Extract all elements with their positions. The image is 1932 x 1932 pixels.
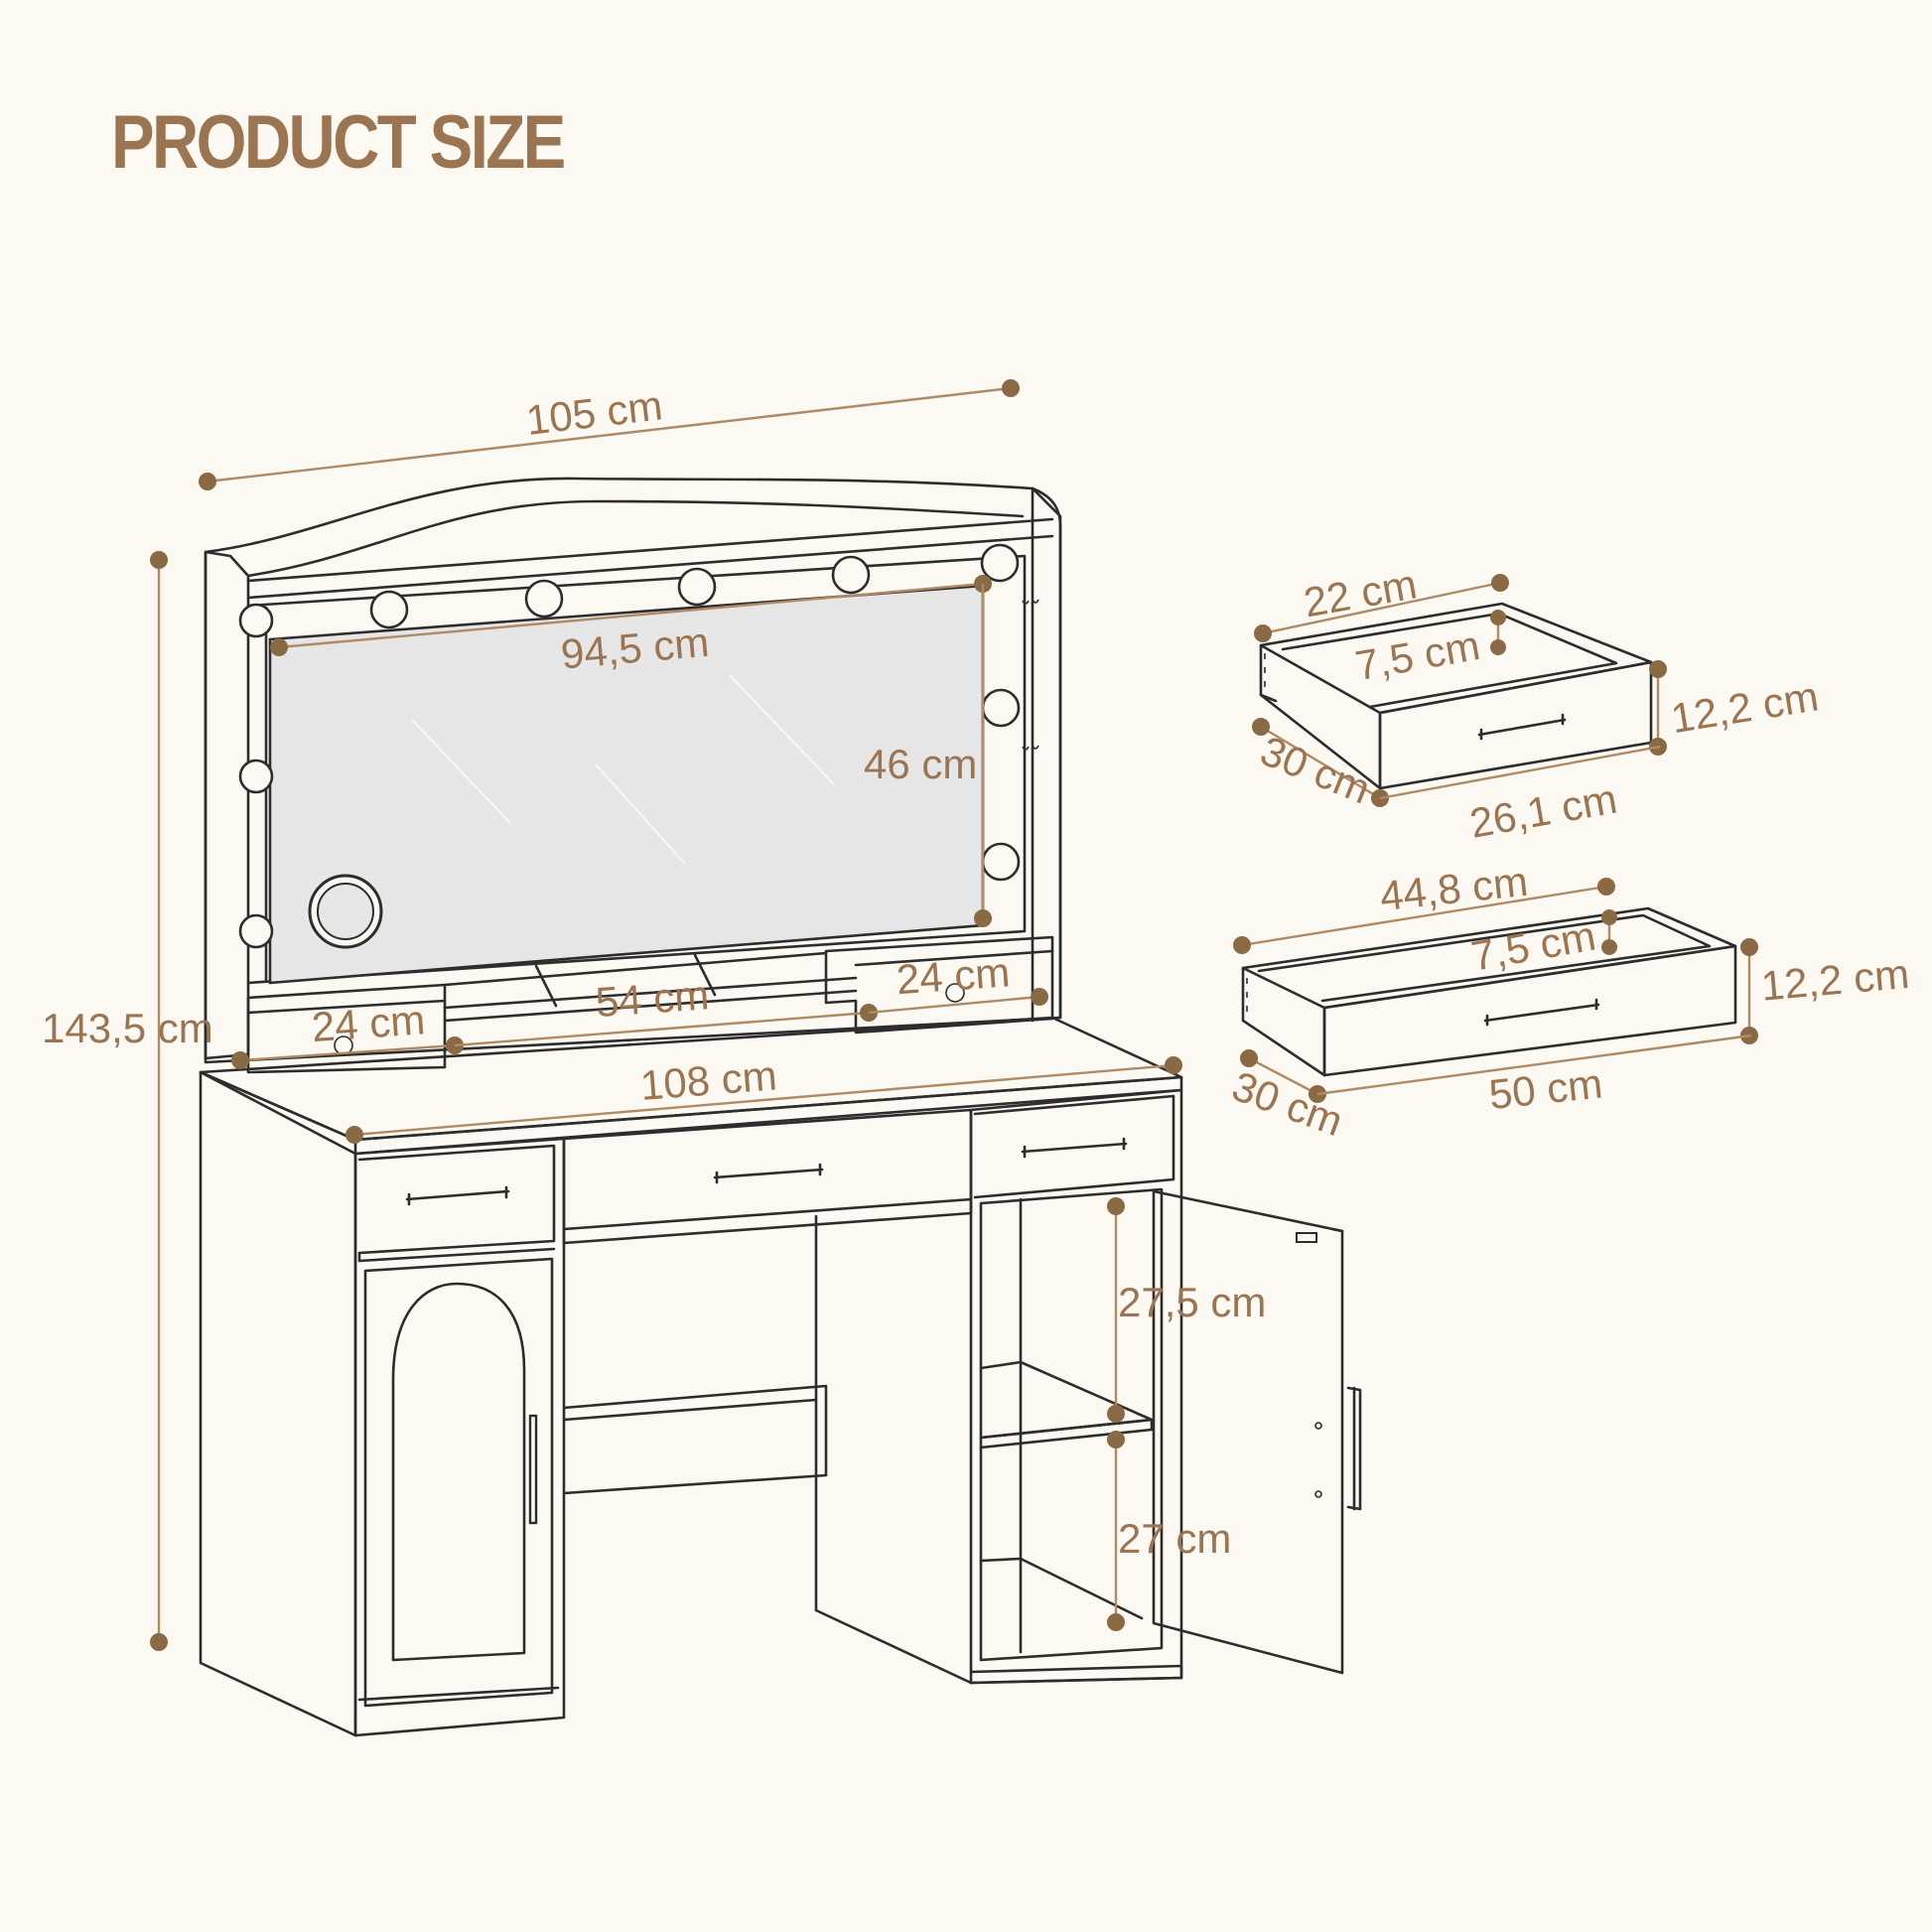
small-drawer-width-back-label: 22 cm xyxy=(1301,560,1421,625)
light-bulbs xyxy=(238,543,1021,949)
small-drawer-depth-label: 30 cm xyxy=(1254,727,1377,812)
cabinet-lower-height-label: 27 cm xyxy=(1118,1515,1231,1562)
small-drawer-front-width-label: 26,1 cm xyxy=(1466,775,1620,847)
cabinet-upper-height-label: 27,5 cm xyxy=(1118,1279,1266,1325)
small-drawer-inner-height-label: 7,5 cm xyxy=(1352,621,1483,689)
desk-width-label: 108 cm xyxy=(638,1051,778,1109)
hutch-storage xyxy=(246,935,1054,1074)
large-drawer-illustration xyxy=(1241,906,1737,1077)
overall-height-label: 143,5 cm xyxy=(42,1005,213,1051)
large-drawer-width-back-label: 44,8 cm xyxy=(1378,858,1531,919)
dimension-lines xyxy=(150,379,1758,1651)
small-drawer-height-label: 12,2 cm xyxy=(1668,672,1822,742)
left-drawer-width-label: 24 cm xyxy=(310,996,426,1050)
mirror-height-label: 46 cm xyxy=(864,741,977,787)
overall-width-label: 105 cm xyxy=(523,381,664,444)
desk xyxy=(199,1016,1362,1737)
right-drawer-width-label: 24 cm xyxy=(895,948,1011,1003)
center-shelf-width-label: 54 cm xyxy=(594,971,710,1026)
large-drawer-height-label: 12,2 cm xyxy=(1759,950,1911,1010)
page-title: PRODUCT SIZE xyxy=(111,100,566,185)
magnifier-mirror xyxy=(308,874,383,949)
hook-icons xyxy=(1022,599,1039,751)
vanity-hutch xyxy=(204,477,1062,1064)
